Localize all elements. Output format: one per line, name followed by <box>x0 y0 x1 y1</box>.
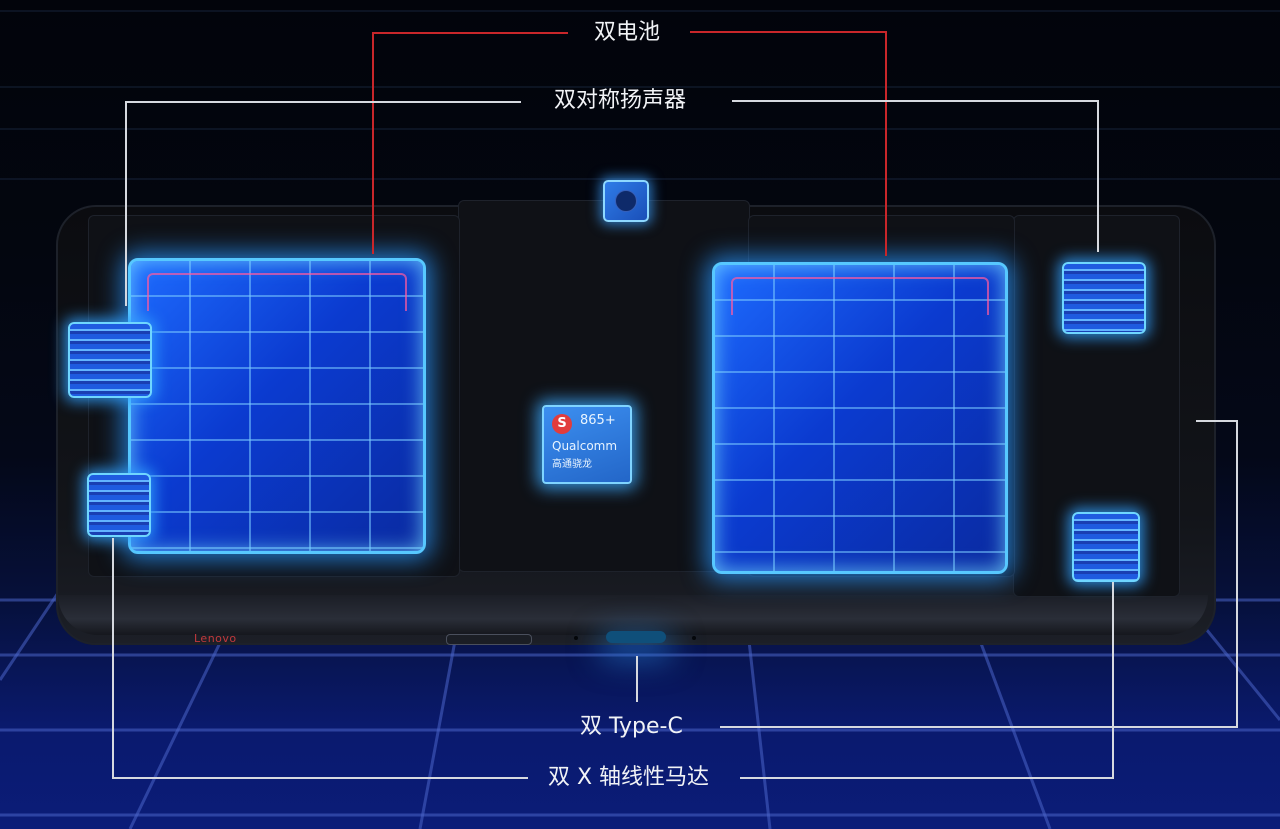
scanline <box>0 86 1280 88</box>
motor-right <box>1072 512 1140 582</box>
motherboard <box>458 200 750 572</box>
battery-right <box>712 262 1008 574</box>
callout-line-battery <box>372 32 568 34</box>
snapdragon-logo-icon: S <box>552 414 572 434</box>
scanline <box>0 178 1280 180</box>
callout-line-battery <box>885 31 887 256</box>
speaker-left <box>68 322 152 398</box>
motor-left <box>87 473 151 537</box>
mic-hole <box>692 636 696 640</box>
camera-module <box>603 180 649 222</box>
callout-line-speakers <box>125 101 521 103</box>
speaker-right <box>1062 262 1146 334</box>
scanline <box>0 10 1280 12</box>
label-dual-speakers: 双对称扬声器 <box>554 88 687 113</box>
scanline <box>0 128 1280 130</box>
label-dual-typec: 双 Type-C <box>580 714 683 739</box>
camera-lens-icon <box>615 190 637 212</box>
callout-line-motor <box>112 777 528 779</box>
label-dual-battery: 双电池 <box>594 20 661 45</box>
chip-subtitle: 高通骁龙 <box>552 459 592 470</box>
callout-line-typec <box>636 656 638 702</box>
callout-line-speakers <box>125 101 127 306</box>
typec-port <box>606 631 666 643</box>
callout-line-typec <box>720 726 1238 728</box>
processor-chip: S 865+ Qualcomm 高通骁龙 <box>542 405 632 484</box>
chip-brand: Qualcomm <box>552 439 618 453</box>
callout-line-battery <box>372 32 374 254</box>
callout-line-battery <box>690 31 886 33</box>
callout-line-motor <box>112 538 114 778</box>
battery-left <box>128 258 426 554</box>
label-dual-motor: 双 X 轴线性马达 <box>548 765 710 790</box>
side-slot <box>446 634 532 645</box>
callout-line-typec <box>1236 420 1238 727</box>
chip-model: 865+ <box>580 413 616 428</box>
brand-logo: Lenovo <box>194 632 237 645</box>
mic-hole <box>574 636 578 640</box>
callout-line-speakers <box>732 100 1098 102</box>
callout-line-motor <box>1112 582 1114 779</box>
phone-side-rail <box>58 595 1208 635</box>
callout-line-motor <box>740 777 1114 779</box>
callout-line-speakers <box>1097 100 1099 252</box>
callout-line-typec <box>1196 420 1238 422</box>
